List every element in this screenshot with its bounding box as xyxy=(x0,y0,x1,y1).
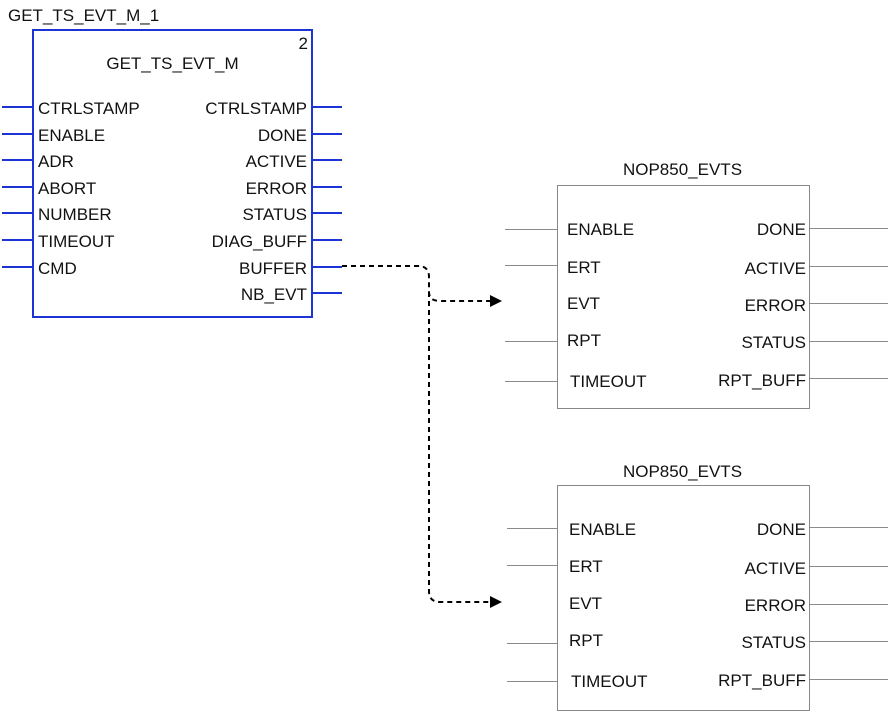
event-block-2-input-enable: ENABLE xyxy=(569,520,637,539)
event-block-1-wire-active[interactable] xyxy=(810,266,888,267)
event-block-1-output-done: DONE xyxy=(756,220,806,239)
event-block-2-output-active: ACTIVE xyxy=(744,559,806,578)
event-block-1-input-ert: ERT xyxy=(567,258,601,277)
event-block-2-wire-active[interactable] xyxy=(810,566,888,567)
input-wire-cmd[interactable] xyxy=(2,266,32,268)
block-type-label: GET_TS_EVT_M xyxy=(106,54,239,73)
input-wire-ctrlstamp[interactable] xyxy=(2,106,32,108)
event-block-1-input-evt: EVT xyxy=(567,294,601,313)
output-wire-nb-evt[interactable] xyxy=(311,292,342,294)
input-pin-adr: ADR xyxy=(38,152,74,171)
event-block-2-output-status: STATUS xyxy=(741,633,806,652)
arrowhead-evt-1 xyxy=(490,295,502,307)
output-wire-diag-buff[interactable] xyxy=(311,239,342,241)
arrowhead-evt-2 xyxy=(490,596,502,608)
output-pin-status: STATUS xyxy=(242,205,307,224)
event-block-1-wire-status[interactable] xyxy=(810,341,888,342)
input-wire-abort[interactable] xyxy=(2,186,32,188)
event-block-1-input-timeout: TIMEOUT xyxy=(570,372,647,391)
function-block-nop850-evts-1[interactable]: ENABLE ERT EVT RPT TIMEOUT DONE ACTIVE E… xyxy=(557,185,810,409)
link-buffer-to-evt-1[interactable] xyxy=(342,265,490,302)
event-block-2-input-timeout: TIMEOUT xyxy=(571,672,648,691)
event-block-2-wire-done[interactable] xyxy=(810,527,888,528)
event-block-1-wire-timeout[interactable] xyxy=(505,381,557,382)
event-block-1-input-enable: ENABLE xyxy=(567,220,635,239)
event-block-1-output-status: STATUS xyxy=(741,333,806,352)
input-pin-number: NUMBER xyxy=(38,205,112,224)
event-block-2-wire-status[interactable] xyxy=(810,641,888,642)
event-block-2-input-rpt: RPT xyxy=(569,631,603,650)
output-wire-active[interactable] xyxy=(311,159,342,161)
input-pin-enable: ENABLE xyxy=(38,126,106,145)
input-wire-number[interactable] xyxy=(2,212,32,214)
event-block-1-output-rpt-buff: RPT_BUFF xyxy=(718,371,806,390)
output-wire-error[interactable] xyxy=(311,186,342,188)
event-block-2-output-rpt-buff: RPT_BUFF xyxy=(718,671,806,690)
event-block-2-wire-enable[interactable] xyxy=(507,528,557,529)
link-buffer-to-evt-2[interactable] xyxy=(428,292,490,603)
output-wire-buffer[interactable] xyxy=(311,266,342,268)
input-pin-ctrlstamp: CTRLSTAMP xyxy=(38,99,140,118)
output-pin-error: ERROR xyxy=(245,179,307,198)
input-wire-adr[interactable] xyxy=(2,159,32,161)
event-block-1-wire-rpt-buff[interactable] xyxy=(810,378,888,379)
output-wire-status[interactable] xyxy=(311,212,342,214)
execution-order-number: 2 xyxy=(298,34,308,53)
instance-name: GET_TS_EVT_M_1 xyxy=(8,6,160,25)
output-pin-active: ACTIVE xyxy=(245,152,307,171)
output-pin-buffer: BUFFER xyxy=(239,259,307,278)
event-block-1-input-rpt: RPT xyxy=(567,331,601,350)
event-block-2-wire-error[interactable] xyxy=(810,604,888,605)
event-block-2-output-error: ERROR xyxy=(744,596,806,615)
function-block-nop850-evts-2[interactable]: ENABLE ERT EVT RPT TIMEOUT DONE ACTIVE E… xyxy=(557,485,810,711)
event-block-1-wire-error[interactable] xyxy=(810,303,888,304)
output-pin-diag-buff: DIAG_BUFF xyxy=(211,232,307,251)
input-pin-cmd: CMD xyxy=(38,259,77,278)
event-block-1-wire-enable[interactable] xyxy=(505,229,557,230)
event-block-1-output-active: ACTIVE xyxy=(744,259,806,278)
event-block-1-output-error: ERROR xyxy=(744,296,806,315)
event-block-2-wire-rpt[interactable] xyxy=(507,643,557,644)
output-wire-ctrlstamp[interactable] xyxy=(311,106,342,108)
output-pin-nb-evt: NB_EVT xyxy=(240,285,307,304)
event-block-1-wire-ert[interactable] xyxy=(505,265,557,266)
function-block-get-ts-evt-m[interactable]: GET_TS_EVT_M 2 CTRLSTAMP ENABLE ADR ABOR… xyxy=(32,29,313,318)
output-pin-ctrlstamp: CTRLSTAMP xyxy=(205,99,307,118)
event-block-2-input-ert: ERT xyxy=(569,557,603,576)
event-block-1-title: NOP850_EVTS xyxy=(622,160,743,179)
event-block-1-wire-done[interactable] xyxy=(810,228,888,229)
event-block-2-wire-rpt-buff[interactable] xyxy=(810,679,888,680)
event-block-1-wire-rpt[interactable] xyxy=(505,341,557,342)
input-wire-timeout[interactable] xyxy=(2,239,32,241)
event-block-2-title: NOP850_EVTS xyxy=(622,462,743,481)
event-block-2-wire-ert[interactable] xyxy=(507,565,557,566)
output-pin-done: DONE xyxy=(257,126,307,145)
input-pin-timeout: TIMEOUT xyxy=(38,232,115,251)
input-pin-abort: ABORT xyxy=(38,179,97,198)
event-block-2-wire-timeout[interactable] xyxy=(507,681,557,682)
event-block-2-output-done: DONE xyxy=(756,520,806,539)
input-wire-enable[interactable] xyxy=(2,133,32,135)
event-block-2-input-evt: EVT xyxy=(569,594,603,613)
output-wire-done[interactable] xyxy=(311,133,342,135)
